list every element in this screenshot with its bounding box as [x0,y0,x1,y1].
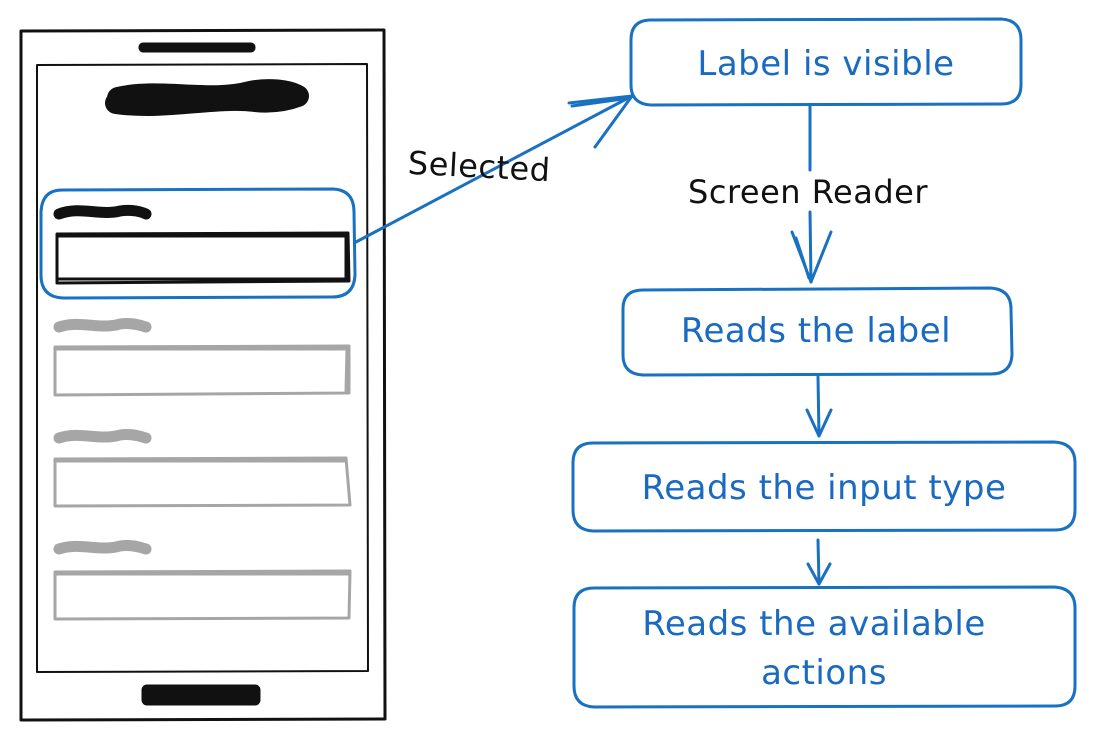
selected-field-label-scribble [53,204,152,220]
arrow-2-head [805,408,833,438]
node-reads-input-type-text: Reads the input type [642,468,1007,508]
field-2-input [53,344,351,397]
field-3-input [53,456,352,508]
phone-mockup [19,28,387,722]
phone-frame [19,28,387,722]
arrow-3-line [816,538,821,586]
node-reads-actions-box [572,585,1077,709]
arrow-2-line [816,375,821,438]
edge-label-screen-reader: Screen Reader [688,173,928,211]
arrow-reads-label-to-input-type [805,375,833,438]
phone-screen [36,63,369,673]
node-label-visible-text: Label is visible [697,44,954,84]
screen-reader-arrow-head [790,230,833,284]
node-label-visible-box [629,17,1023,107]
selected-arrow-line [354,94,634,244]
phone-speaker [138,42,256,53]
node-label-visible: Label is visible [629,17,1023,107]
field-3-label-scribble [53,428,152,444]
node-reads-label-text: Reads the label [681,311,951,351]
arrow-input-type-to-actions [806,538,832,586]
node-reads-label-box [621,286,1014,377]
arrow-3-head [806,562,832,586]
field-4-label-scribble [53,539,152,555]
node-reads-actions-text-line2: actions [761,653,887,693]
screen-reader-arrow [790,104,833,284]
node-reads-input-type: Reads the input type [571,440,1077,533]
node-reads-input-type-box [571,440,1077,533]
node-reads-actions-text-line1: Reads the available [642,604,986,644]
node-reads-actions: Reads the available actions [572,585,1077,709]
phone-home-bar [141,684,261,706]
edge-label-selected: Selected [407,144,552,189]
node-reads-label: Reads the label [621,286,1014,377]
field-4-input [53,569,352,621]
screen-reader-arrow-line-bottom [808,210,813,284]
selected-field-input [55,231,351,285]
scribbled-title [105,79,309,116]
field-2-label-scribble [53,317,152,333]
selected-field-highlight [39,187,357,300]
selected-arrow-head [567,94,634,149]
